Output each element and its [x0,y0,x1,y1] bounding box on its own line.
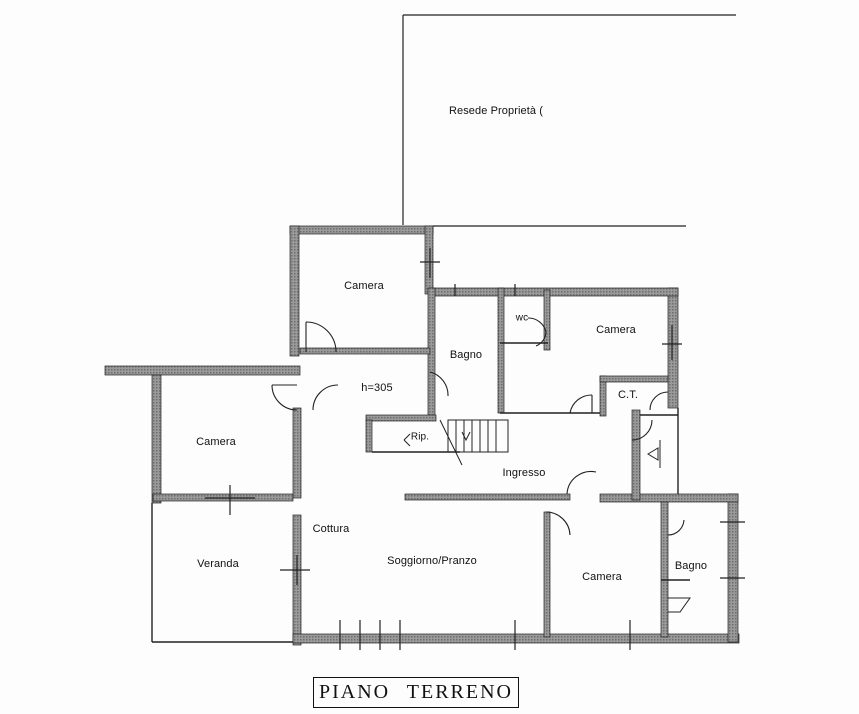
room-label-cottura: Cottura [312,523,350,535]
door-swings [271,317,685,536]
room-label-rip: Rip. [410,431,430,443]
windows [205,248,745,650]
room-label-ct: C.T. [618,389,638,401]
room-label-soggiorno: Soggiorno/Pranzo [387,555,477,567]
property-label: Resede Proprietà ( [448,105,544,117]
room-label-bagno-right: Bagno [674,560,708,572]
room-label-camera-left: Camera [196,436,236,448]
room-label-bagno-center: Bagno [449,349,483,361]
room-label-wc: wc [515,312,529,324]
plan-title: PIANO TERRENO [313,677,519,708]
property-boundary [402,14,736,227]
stairs [439,419,509,466]
room-label-ingresso: Ingresso [502,467,546,479]
room-label-camera-right: Camera [596,324,636,336]
entrance-marks [403,433,691,613]
height-mark: h=305 [361,382,393,394]
thin-walls [151,342,690,643]
room-label-veranda: Veranda [197,558,239,570]
room-label-camera-top: Camera [344,280,384,292]
room-label-camera-bottom: Camera [582,571,622,583]
